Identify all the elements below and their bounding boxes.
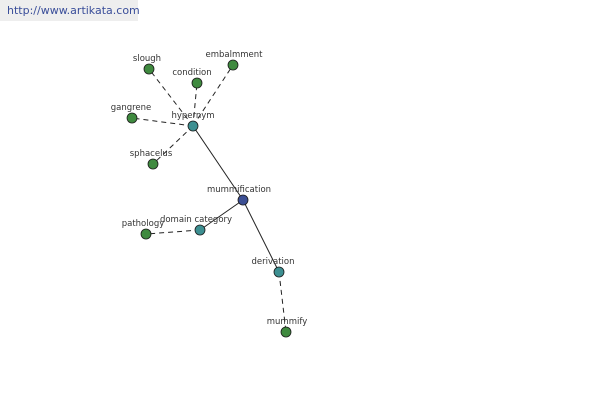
nodes-layer: mummification hypernym domain category deri… [111, 50, 307, 338]
node-condition[interactable]: condition [172, 68, 212, 89]
node-label-pathology: pathology [122, 219, 165, 229]
edges-layer [131, 64, 287, 333]
node-sphacelus[interactable]: sphacelus [130, 149, 173, 170]
node-embalmment[interactable]: embalmment [206, 50, 264, 71]
node-dot-pathology[interactable] [140, 228, 152, 240]
node-label-gangrene: gangrene [111, 103, 152, 113]
node-dot-embalmment[interactable] [227, 59, 239, 71]
edge-derivation-mummify [278, 271, 287, 333]
node-slough[interactable]: slough [133, 54, 161, 75]
node-label-hypernym: hypernym [171, 111, 214, 121]
node-gangrene[interactable]: gangrene [111, 103, 152, 124]
node-dot-gangrene[interactable] [126, 112, 138, 124]
node-mummification[interactable]: mummification [207, 185, 271, 206]
node-dot-sphacelus[interactable] [147, 158, 159, 170]
node-dot-slough[interactable] [143, 63, 155, 75]
node-dot-mummification[interactable] [237, 194, 249, 206]
node-label-embalmment: embalmment [206, 50, 264, 60]
node-label-condition: condition [172, 68, 211, 78]
edge-hypernym-sphacelus [152, 125, 194, 165]
edge-mummification-hypernym [192, 125, 244, 201]
source-url-watermark: http://www.artikata.com [0, 0, 140, 21]
node-pathology[interactable]: pathology [122, 219, 165, 240]
node-domain-category[interactable]: domain category [160, 215, 232, 236]
node-mummify[interactable]: mummify [267, 317, 307, 338]
node-dot-mummify[interactable] [280, 326, 292, 338]
edge-hypernym-slough [148, 68, 194, 127]
node-dot-domain-category[interactable] [194, 224, 206, 236]
edge-hypernym-condition [192, 82, 198, 127]
node-label-derivation: derivation [251, 257, 294, 267]
node-label-sphacelus: sphacelus [130, 149, 173, 159]
node-hypernym[interactable]: hypernym [171, 111, 215, 132]
edge-domain-category-pathology [145, 229, 201, 235]
node-dot-hypernym[interactable] [187, 120, 199, 132]
node-label-slough: slough [133, 54, 161, 64]
node-label-domain-category: domain category [160, 215, 232, 225]
node-label-mummify: mummify [267, 317, 307, 327]
node-label-mummification: mummification [207, 185, 271, 195]
node-derivation[interactable]: derivation [251, 257, 295, 278]
edge-mummification-derivation [242, 199, 280, 273]
node-dot-derivation[interactable] [273, 266, 285, 278]
edge-hypernym-gangrene [131, 117, 194, 127]
node-dot-condition[interactable] [191, 77, 203, 89]
edge-mummification-domain-category [199, 199, 244, 231]
edge-hypernym-embalmment [192, 64, 234, 127]
